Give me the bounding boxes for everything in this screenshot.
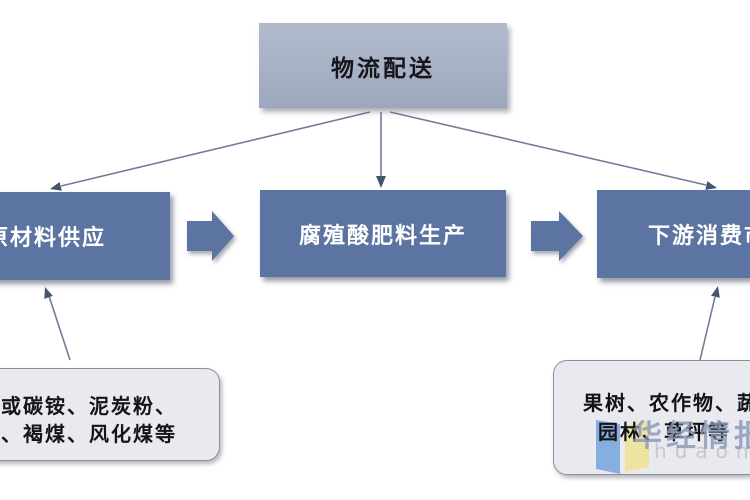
- arrow-materials-to-supply-icon: [44, 287, 71, 361]
- box-humic-acid-fertilizer-production-label: 腐殖酸肥料生产: [298, 223, 467, 249]
- arrow-logistics-to-supply-icon: [50, 111, 371, 191]
- raw-material-examples-line-2: 、褐煤、风化煤等: [1, 422, 177, 446]
- box-raw-material-supply: 原材料供应: [0, 192, 170, 280]
- box-logistics-distribution: 物流配送: [259, 23, 507, 108]
- watermark-open-book-icon: [596, 420, 649, 474]
- box-downstream-consumer-market: 下游消费市场: [597, 190, 750, 278]
- box-raw-material-supply-label: 原材料供应: [0, 226, 106, 251]
- arrow-logistics-to-production-icon: [376, 112, 386, 188]
- box-downstream-consumer-market-label: 下游消费市场: [647, 224, 750, 249]
- flow-arrow-supply-to-production-icon: [187, 211, 234, 261]
- box-consumer-examples: [553, 360, 750, 475]
- watermark-site-text: huaon: [654, 439, 750, 463]
- arrow-consumers-to-downstream-icon: [699, 286, 720, 361]
- flow-arrow-production-to-downstream-icon: [531, 211, 583, 261]
- consumer-examples-line-2: 园林、草坪等: [598, 420, 730, 444]
- arrow-logistics-to-downstream-icon: [389, 111, 717, 190]
- consumer-examples-line-1: 果树、农作物、蔬: [583, 391, 750, 415]
- box-raw-material-examples: [0, 368, 220, 461]
- box-logistics-distribution-label: 物流配送: [331, 55, 435, 82]
- watermark-brand-text: 华经情报网: [632, 419, 750, 454]
- raw-material-examples-line-1: 或碳铵、泥炭粉、: [1, 394, 177, 418]
- box-humic-acid-fertilizer-production: 腐殖酸肥料生产: [260, 190, 506, 277]
